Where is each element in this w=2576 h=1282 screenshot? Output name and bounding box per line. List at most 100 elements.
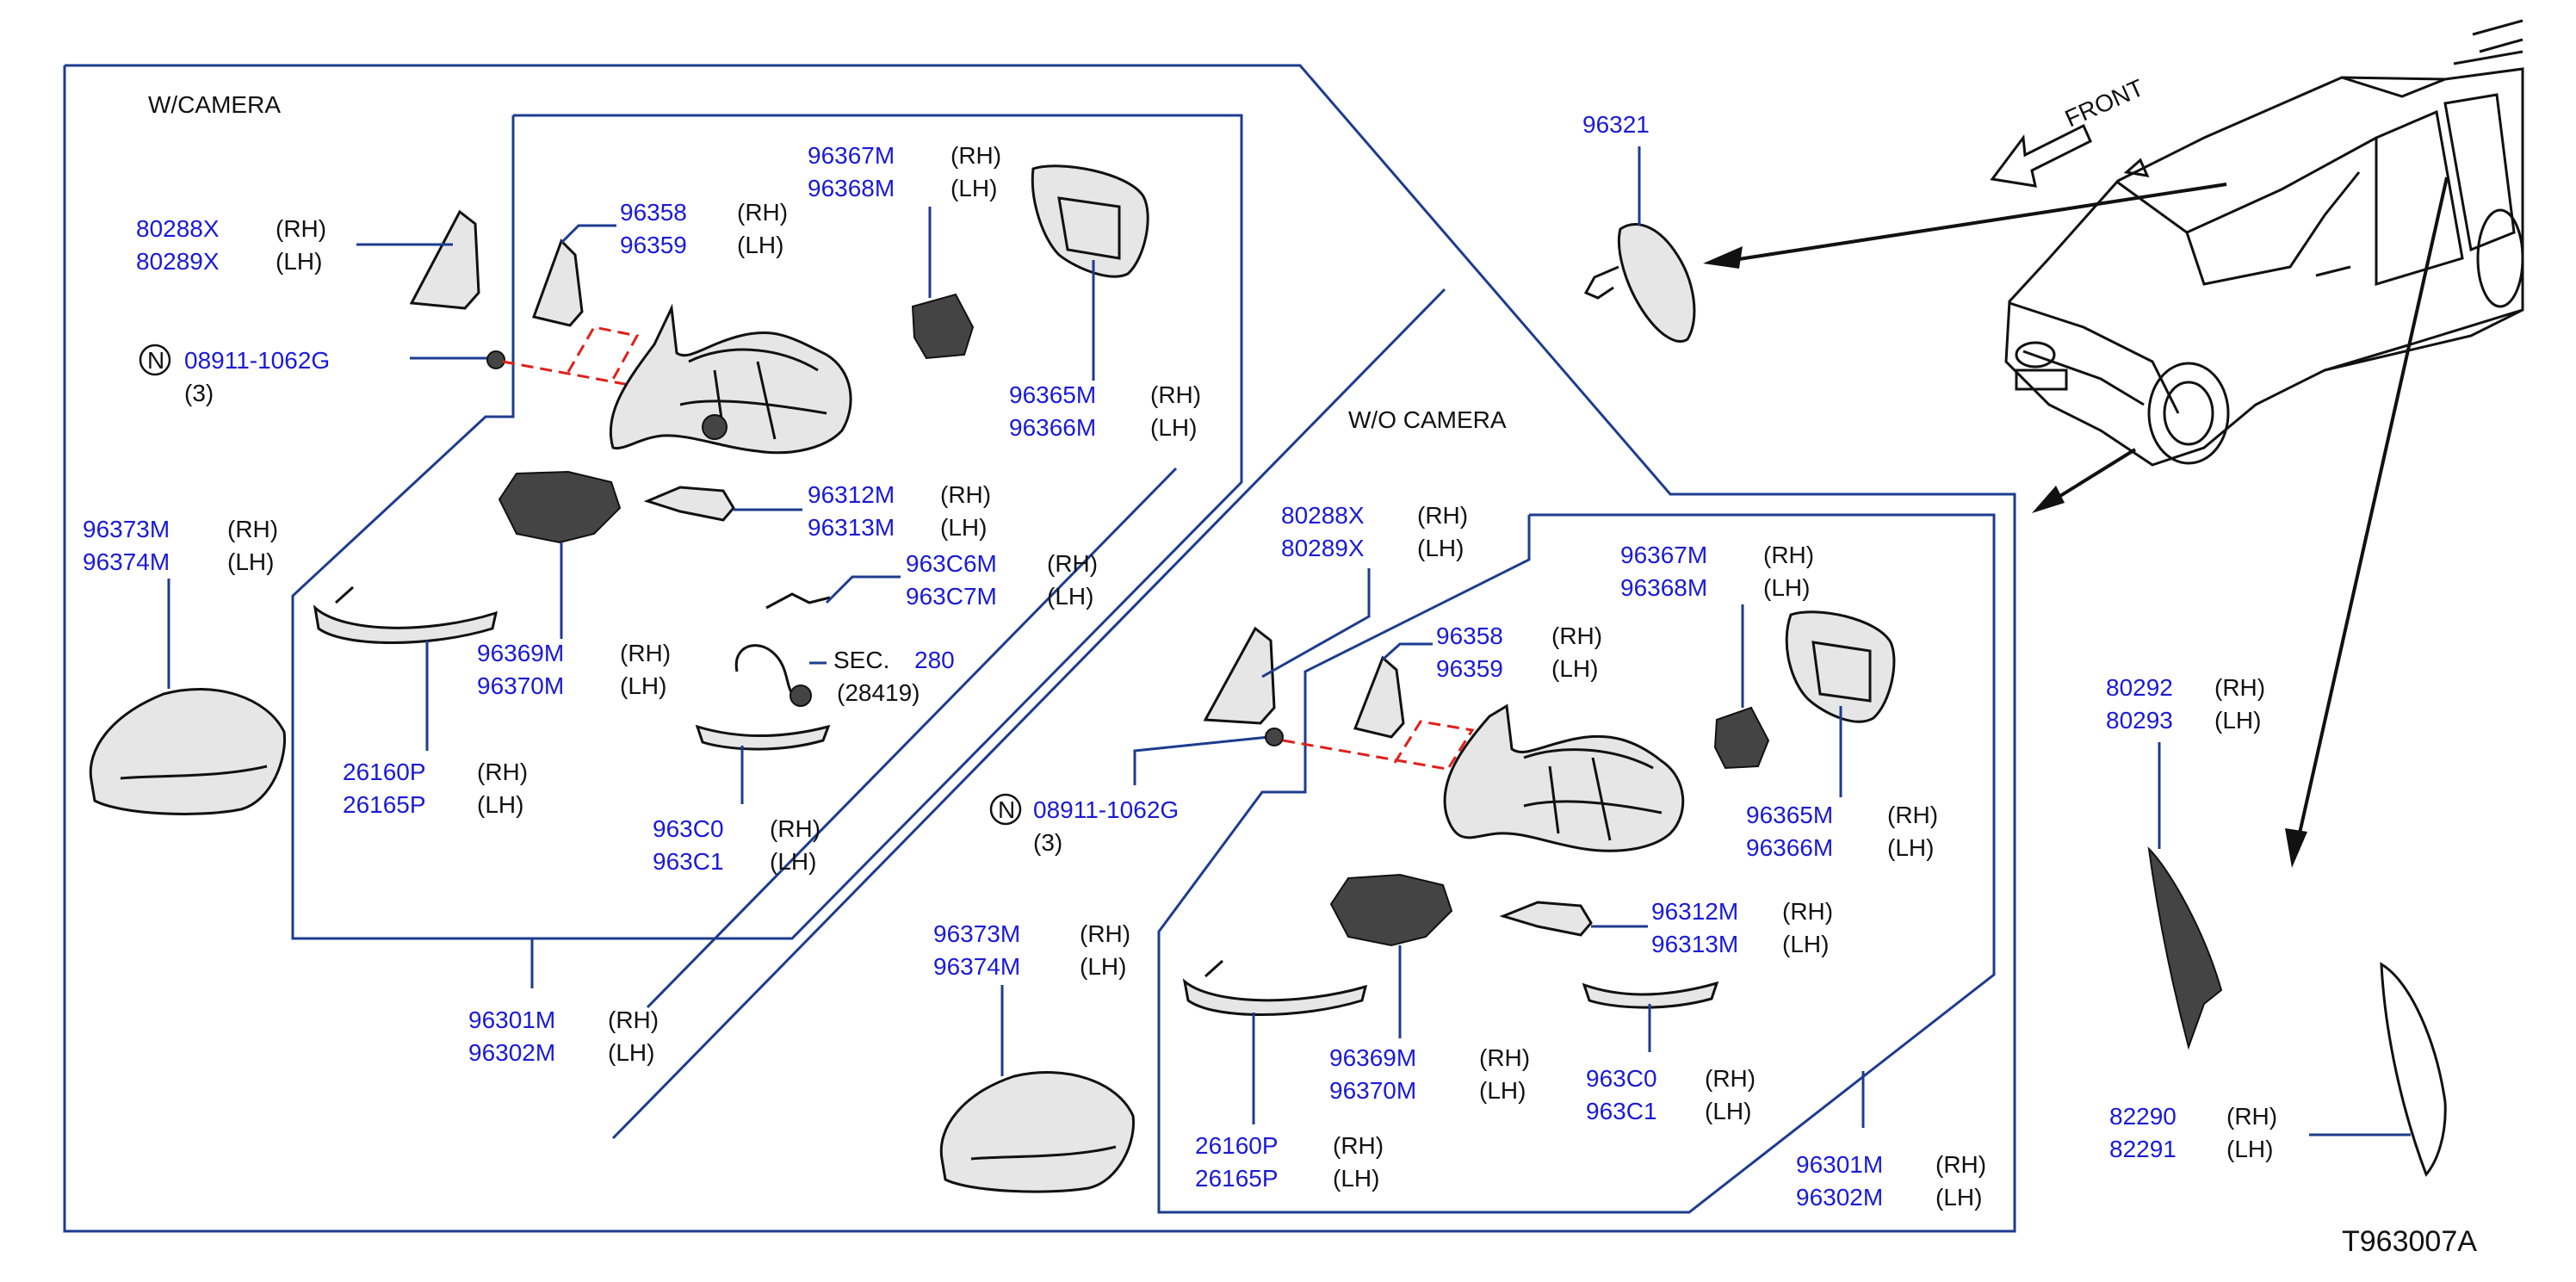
wc-camera-sub: (28419) xyxy=(837,679,920,706)
wc-cover-lh: 96374M xyxy=(83,548,170,575)
w-camera-heading: W/CAMERA xyxy=(148,91,281,118)
woc-glass-holder-rh-tag: (RH) xyxy=(1763,542,1814,568)
diagram-code: T963007A xyxy=(2342,1225,2477,1258)
pillar-finisher-part: 82290 (RH) 82291 (LH) xyxy=(2109,962,2447,1177)
wc-harness-lh: 963C7M xyxy=(906,583,997,610)
wc-glass-lh-tag: (LH) xyxy=(1150,414,1197,441)
woc-bracket-lh-tag: (LH) xyxy=(1705,1098,1751,1124)
woc-actuator-rh: 96369M xyxy=(1329,1044,1416,1071)
divider-line-a xyxy=(611,288,1446,1140)
woc-glass-holder-rh: 96367M xyxy=(1620,542,1707,568)
woc-lamp-rh: 26160P xyxy=(1195,1132,1279,1159)
wc-lamp-rh-tag: (RH) xyxy=(477,759,528,785)
woc-cover-lh-tag: (LH) xyxy=(1080,953,1126,980)
wc-corner-cover-lh-tag: (LH) xyxy=(276,248,322,275)
woc-bracket-rh-tag: (RH) xyxy=(1705,1065,1756,1092)
wc-finisher-lh-tag: (LH) xyxy=(737,232,783,258)
front-label: FRONT xyxy=(2061,74,2148,133)
wc-finisher-rh: 96358 xyxy=(620,199,687,226)
woc-finisher-rh-tag: (RH) xyxy=(1551,622,1602,649)
front-arrow: FRONT xyxy=(1990,74,2148,188)
wc-mirror-housing xyxy=(609,303,852,455)
vehicle-pointer-arrows xyxy=(1703,177,2449,868)
woc-finisher-rh: 96358 xyxy=(1436,622,1503,649)
woc-cover-lower-rh: 96312M xyxy=(1651,898,1738,925)
pillar-finisher-rh-pn: 82290 xyxy=(2109,1103,2177,1130)
wc-finisher-rh-tag: (RH) xyxy=(737,199,788,226)
wc-corner-cover-rh: 80288X xyxy=(136,215,220,242)
garnish-lh-tag: (LH) xyxy=(2214,707,2261,734)
wc-glass-rh: 96365M xyxy=(1009,381,1096,408)
woc-bracket-rh: 963C0 xyxy=(1586,1065,1657,1092)
w-camera-section: 80288X (RH) 80289X (LH) N 08911-1062G (3… xyxy=(83,142,1201,1066)
wc-glass-holder-lh: 96368M xyxy=(808,175,895,201)
wc-bolt-symbol: N xyxy=(147,347,164,374)
garnish-part: 80292 (RH) 80293 (LH) xyxy=(2106,674,2265,1050)
woc-glass-rh: 96365M xyxy=(1746,802,1833,828)
wc-actuator-lh-tag: (LH) xyxy=(620,672,666,699)
wc-assembly-rh-tag: (RH) xyxy=(608,1006,659,1033)
inner-mirror-part: 96321 xyxy=(1582,111,1696,343)
woc-corner-cover-lh-tag: (LH) xyxy=(1417,535,1464,561)
woc-lamp-lh-tag: (LH) xyxy=(1333,1165,1379,1192)
wc-finisher-lh: 96359 xyxy=(620,232,687,258)
woc-assembly-rh: 96301M xyxy=(1796,1151,1883,1178)
wc-cover-lh-tag: (LH) xyxy=(227,548,274,575)
woc-mirror-housing xyxy=(1443,703,1685,852)
garnish-lh-pn: 80293 xyxy=(2106,707,2173,734)
wc-lamp-lh-tag: (LH) xyxy=(477,791,523,818)
woc-cover-lower-lh-tag: (LH) xyxy=(1782,931,1829,957)
woc-corner-cover-rh: 80288X xyxy=(1281,502,1365,529)
woc-lamp-rh-tag: (RH) xyxy=(1333,1132,1384,1159)
woc-glass-rh-tag: (RH) xyxy=(1887,802,1938,828)
wc-harness-rh: 963C6M xyxy=(906,550,997,577)
woc-finisher-lh-tag: (LH) xyxy=(1551,655,1598,682)
wc-cover-shape xyxy=(89,688,287,815)
vehicle-illustration xyxy=(2004,19,2524,467)
woc-glass-holder-lh-tag: (LH) xyxy=(1763,574,1810,601)
woc-assembly-lh: 96302M xyxy=(1796,1184,1883,1211)
wc-camera-bracket-lh-tag: (LH) xyxy=(770,848,816,875)
woc-corner-cover-rh-tag: (RH) xyxy=(1417,502,1468,529)
pillar-finisher-lh-tag: (LH) xyxy=(2226,1136,2273,1162)
wc-assembly-rh: 96301M xyxy=(468,1006,555,1033)
wc-actuator-rh: 96369M xyxy=(477,640,564,666)
wc-cover-lower-lh-tag: (LH) xyxy=(940,514,987,541)
wo-camera-heading: W/O CAMERA xyxy=(1348,406,1507,433)
wc-camera-bracket-rh: 963C0 xyxy=(653,815,724,842)
wc-cover-lower-rh-tag: (RH) xyxy=(940,481,991,508)
woc-glass-lh-tag: (LH) xyxy=(1887,834,1934,861)
woc-actuator-rh-tag: (RH) xyxy=(1479,1044,1530,1071)
woc-bolt-qty: (3) xyxy=(1033,829,1062,856)
woc-cover-shape xyxy=(939,1071,1135,1193)
woc-cover-rh: 96373M xyxy=(933,920,1020,947)
garnish-rh-tag: (RH) xyxy=(2214,674,2265,701)
wc-cover-rh-tag: (RH) xyxy=(227,516,278,542)
woc-bracket-lh: 963C1 xyxy=(1586,1098,1657,1124)
inner-mirror-pn: 96321 xyxy=(1582,111,1650,138)
wc-cover-lower-lh: 96313M xyxy=(808,514,895,541)
wc-lamp-lh: 26165P xyxy=(343,791,426,818)
w-camera-assembly-frame xyxy=(291,114,1243,940)
woc-cover-lower-rh-tag: (RH) xyxy=(1782,898,1833,925)
wc-glass-holder-lh-tag: (LH) xyxy=(951,175,997,201)
wc-harness-rh-tag: (RH) xyxy=(1047,550,1098,577)
woc-actuator-lh: 96370M xyxy=(1329,1077,1416,1104)
wc-camera-bracket-lh: 963C1 xyxy=(653,848,724,875)
woc-finisher-lh: 96359 xyxy=(1436,655,1503,682)
wc-harness-lh-tag: (LH) xyxy=(1047,583,1093,610)
wc-glass-lh: 96366M xyxy=(1009,414,1096,441)
wc-corner-cover-rh-tag: (RH) xyxy=(276,215,326,242)
wc-corner-cover-lh: 80289X xyxy=(136,248,220,275)
woc-bolt-symbol: N xyxy=(998,796,1015,823)
wc-actuator-lh: 96370M xyxy=(477,672,564,699)
divider-line-b xyxy=(646,467,1178,1009)
wc-cover-rh: 96373M xyxy=(83,516,170,542)
wc-lamp-rh: 26160P xyxy=(343,759,426,785)
pillar-finisher-rh-tag: (RH) xyxy=(2226,1103,2277,1130)
woc-glass-lh: 96366M xyxy=(1746,834,1833,861)
w-camera-outer-frame xyxy=(63,64,2016,1233)
wc-bolt-pn: 08911-1062G xyxy=(184,347,330,374)
wc-camera-bracket-rh-tag: (RH) xyxy=(770,815,820,842)
